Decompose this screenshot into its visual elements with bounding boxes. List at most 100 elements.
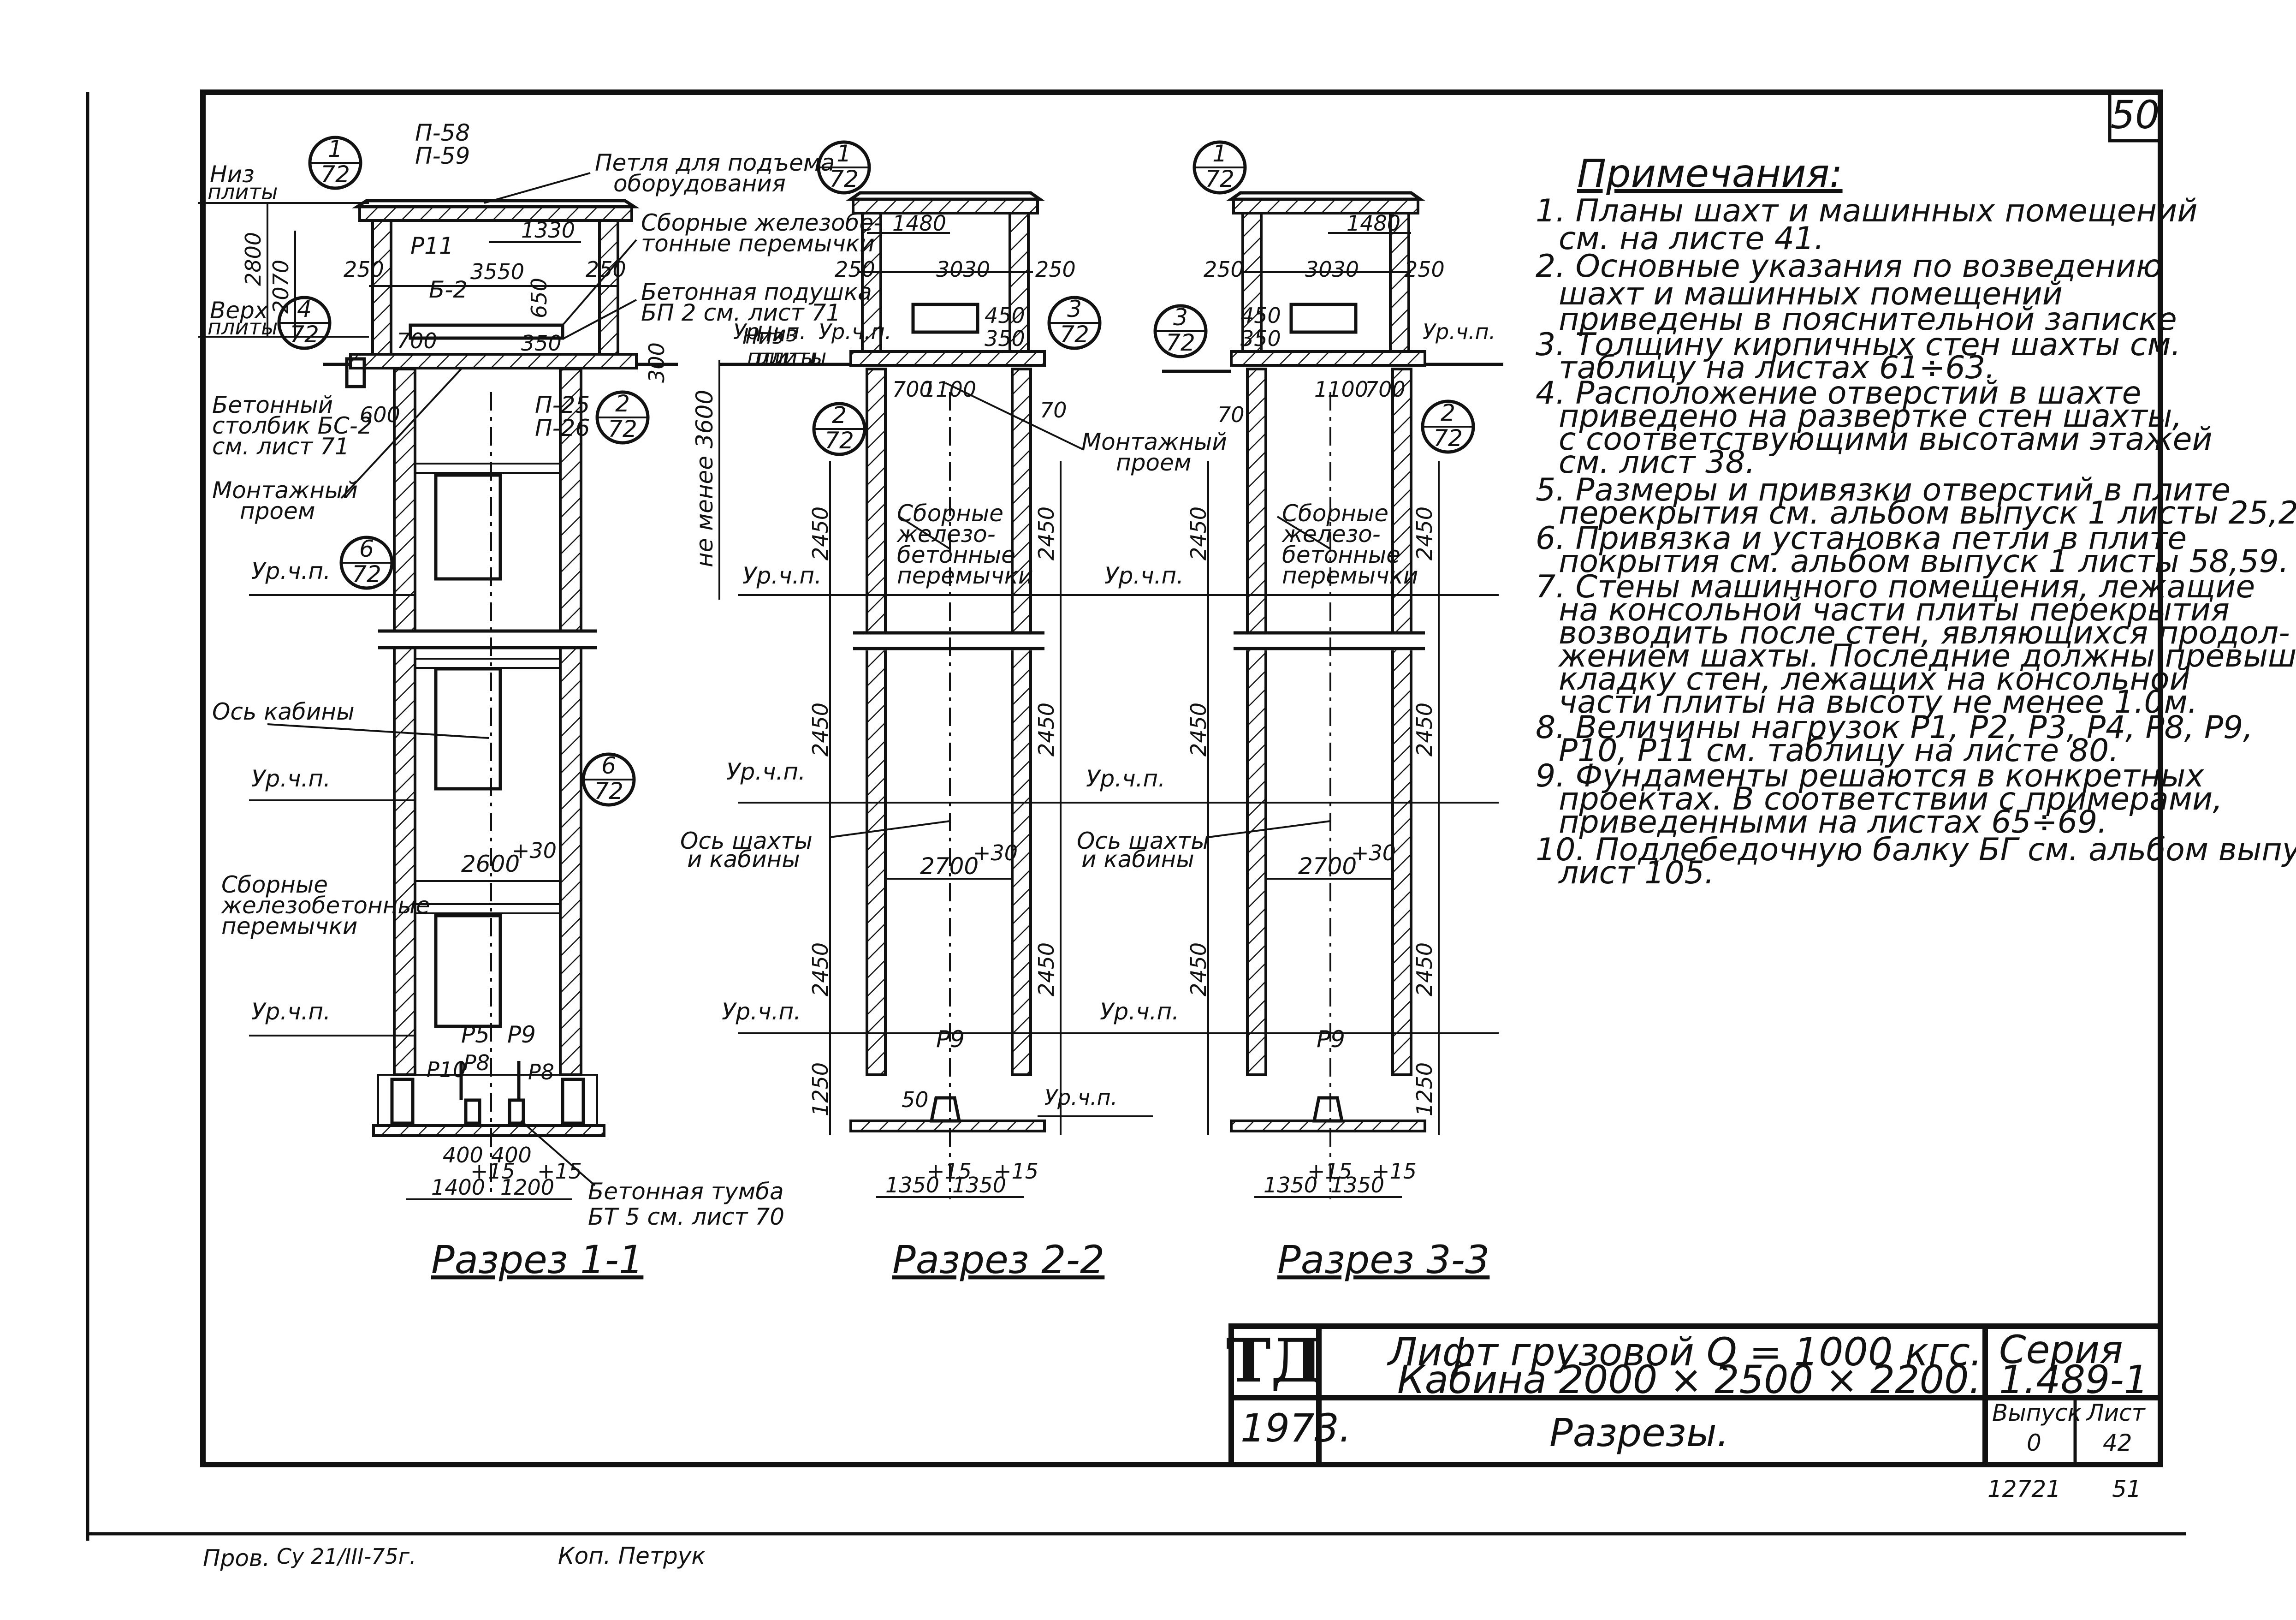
dim-1100: 1100 xyxy=(922,377,976,402)
buffer-p9 xyxy=(1312,1096,1344,1123)
door-opening-1 xyxy=(434,473,502,581)
callout-bottom: 72 xyxy=(1433,425,1463,452)
dim-2450e: 2450 xyxy=(1186,942,1211,996)
label-column: Бетонный xyxy=(212,392,333,418)
note-line: 3. Толщину кирпичных стен шахты см. xyxy=(1536,327,2181,363)
dim-250a: 250 xyxy=(835,257,875,282)
label-yrchp-top: Ур.ч.п. xyxy=(1423,319,1495,344)
logo-td: ТД xyxy=(1226,1325,1324,1396)
label-precast: Сборные xyxy=(897,500,1003,527)
label-yrchp-3: Ур.ч.п. xyxy=(251,998,331,1025)
archive-code: 12721 xyxy=(1987,1476,2061,1502)
leader-axis xyxy=(830,820,950,838)
dim-350: 350 xyxy=(985,326,1025,351)
callout-top: 2 xyxy=(832,402,847,429)
label-yrchp-1: Ур.ч.п. xyxy=(742,562,822,589)
callout-3-3-a: 1 72 xyxy=(1192,140,1247,195)
pit-block-left xyxy=(390,1078,415,1125)
callout-top: 6 xyxy=(359,536,374,562)
sheet-number-box xyxy=(2108,90,2162,143)
dim-1350a: 1350 xyxy=(885,1173,939,1197)
dim-50: 50 xyxy=(902,1087,929,1112)
callout-bottom: 72 xyxy=(594,778,623,804)
label-pad-2: БП 2 см. лист 71 xyxy=(641,299,841,326)
lintel-2 xyxy=(414,658,561,669)
label-p8: P8 xyxy=(528,1060,554,1084)
label-ne-menee-3600: не менее 3600 xyxy=(691,390,718,567)
label-b2: Б-2 xyxy=(429,276,468,303)
callout-1-1-d: 6 72 xyxy=(339,536,394,590)
label-precast-2: железо- xyxy=(1281,521,1381,548)
leader-precast xyxy=(1276,516,1331,550)
callout-top: 1 xyxy=(328,136,343,162)
dim-2700: 2700 xyxy=(920,853,979,880)
label-yrchp-3: Ур.ч.п. xyxy=(722,998,801,1025)
callout-bottom: 72 xyxy=(1166,329,1195,356)
roof-slab-body xyxy=(358,205,633,222)
roof-slab xyxy=(845,191,1045,201)
shaft-wall-right xyxy=(559,368,582,1076)
callout-3-3-c: 2 72 xyxy=(1421,399,1475,454)
note-line: на консольной части плиты перекрытия xyxy=(1559,592,2230,628)
machine-room-wall-right xyxy=(1389,212,1410,353)
dim-250b: 250 xyxy=(586,257,626,282)
note-line: 2. Основные указания по возведению xyxy=(1536,248,2162,285)
series-value: 1.489-1 xyxy=(1999,1357,2148,1402)
label-precast-b3: перемычки xyxy=(221,913,357,940)
label-yrchp-1: Ур.ч.п. xyxy=(251,558,331,584)
caption-section-1-1: Разрез 1-1 xyxy=(431,1237,643,1282)
note-line: возводить после стен, являющихся продол- xyxy=(1559,615,2290,651)
dim-2700-tol: +30 xyxy=(973,840,1018,865)
shaft-wall-left xyxy=(393,368,416,1076)
label-yrchp-a: Ур.ч.п. xyxy=(733,319,806,344)
label-plity-verh: плиты xyxy=(208,315,278,339)
buffer-tumba-2 xyxy=(508,1098,525,1125)
floor-slab xyxy=(849,350,1046,367)
dim-15b: +15 xyxy=(1372,1159,1417,1184)
buffer-tumba-1 xyxy=(464,1098,481,1125)
dim-2800: 2800 xyxy=(241,232,266,286)
dim-350: 350 xyxy=(521,331,562,356)
label-montage-2: проем xyxy=(1116,449,1192,476)
callout-bottom: 72 xyxy=(829,166,859,192)
label-tumba: Бетонная тумба xyxy=(588,1178,784,1205)
beam-b2 xyxy=(409,323,564,340)
dim-15a: +15 xyxy=(1307,1159,1352,1184)
label-p11: P11 xyxy=(410,232,454,259)
shaft-wall-right xyxy=(1011,368,1032,1076)
machine-room-wall-left xyxy=(371,219,392,356)
label-precast-2: железо- xyxy=(896,521,996,548)
dim-450: 450 xyxy=(1240,303,1281,328)
note-line: см. на листе 41. xyxy=(1559,220,1824,257)
notes-block: Примечания: 1. Планы шахт и машинных пом… xyxy=(1536,151,2296,891)
label-montage: Монтажный xyxy=(1081,429,1227,455)
label-p58: П-58 xyxy=(415,119,470,146)
caption-section-2-2: Разрез 2-2 xyxy=(892,1237,1104,1282)
note-line: P10, P11 см. таблицу на листе 80. xyxy=(1559,733,2119,769)
note-line: с соответствующими высотами этажей xyxy=(1559,421,2213,458)
note-line: 6. Привязка и установка петли в плите xyxy=(1536,520,2187,557)
dim-400a: 400 xyxy=(443,1143,483,1167)
checked-by-label: Пров. xyxy=(203,1545,270,1572)
leader-tumba xyxy=(520,1120,596,1186)
note-line: покрытия см. альбом выпуск 1 листы 58,59… xyxy=(1559,543,2289,580)
dim-2070: 2070 xyxy=(268,260,293,314)
label-p9: P9 xyxy=(1317,1026,1345,1053)
dim-2450a: 2450 xyxy=(1186,506,1211,560)
label-verh: Верх xyxy=(210,297,268,324)
roof-slab-body xyxy=(1232,198,1419,214)
label-plity: плиты xyxy=(756,345,827,369)
floor-slab xyxy=(1230,350,1426,367)
label-montage: Монтажный xyxy=(212,477,358,504)
drawing-frame xyxy=(200,89,2163,1467)
note-line: проектах. В соответствии с примерами, xyxy=(1559,781,2223,817)
label-precast-3: бетонные xyxy=(897,542,1015,568)
dim-700: 700 xyxy=(1365,377,1406,402)
label-yrchp-2: Ур.ч.п. xyxy=(1086,765,1165,792)
dim-1250: 1250 xyxy=(808,1062,833,1116)
sheet-number: 50 xyxy=(2111,92,2160,137)
dim-650: 650 xyxy=(527,278,552,318)
label-column-3: см. лист 71 xyxy=(212,433,350,460)
dim-1480: 1480 xyxy=(892,211,946,236)
